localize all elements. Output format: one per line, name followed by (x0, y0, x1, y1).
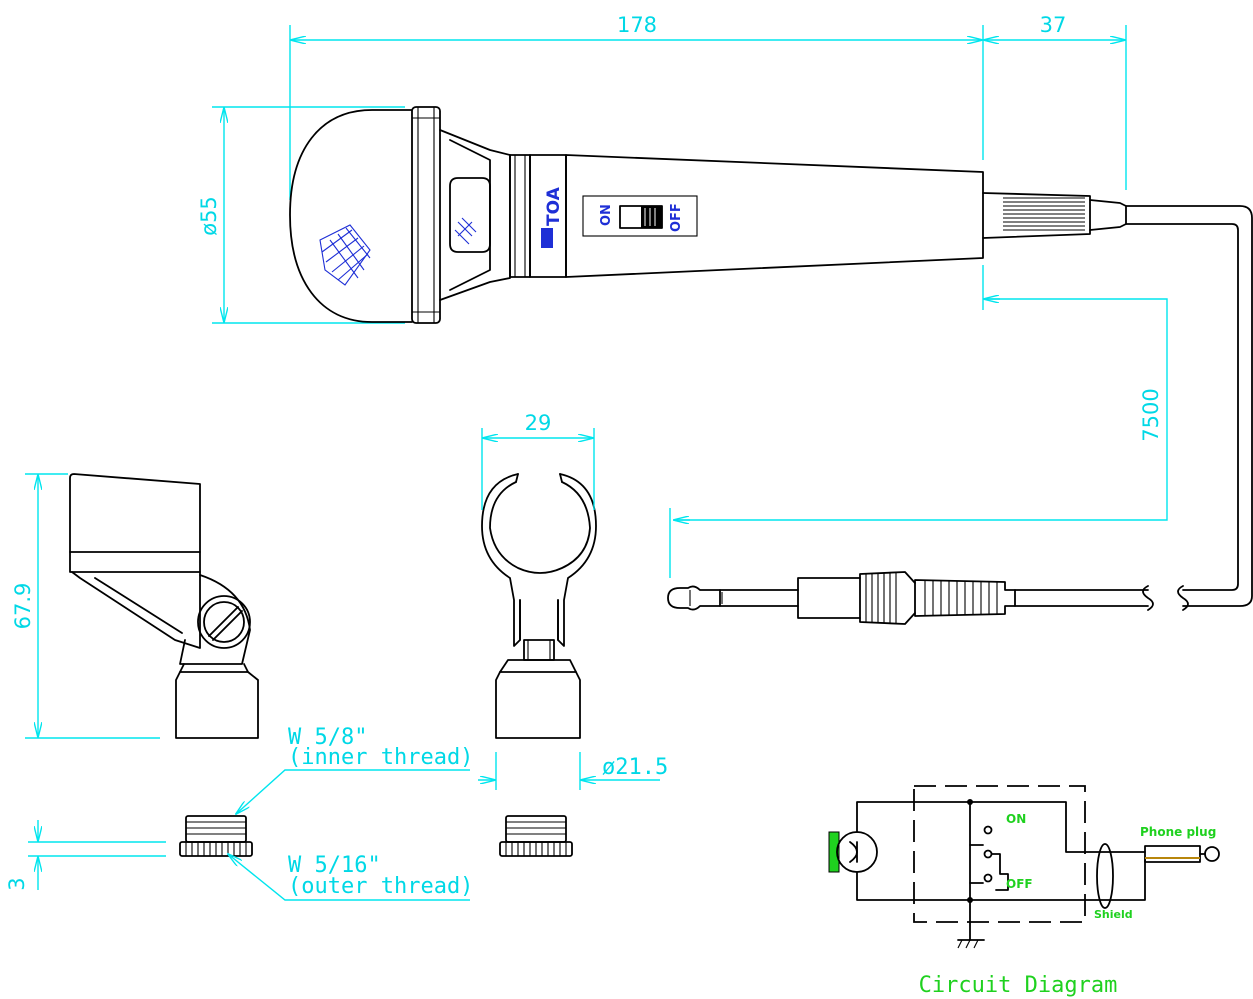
thread-adapter-left (179, 815, 253, 857)
neck-mesh-icon (454, 217, 477, 245)
dimension-3-label: 3 (5, 877, 29, 890)
dimension-29-label: 29 (525, 411, 552, 435)
switch-off-label: OFF (669, 203, 684, 232)
dimension-7500-label: 7500 (1139, 388, 1163, 441)
dimension-cable-length: 7500 (669, 265, 1168, 578)
outer-thread-type: (outer thread) (288, 874, 473, 899)
switch-on-label: ON (599, 204, 614, 226)
inner-thread-type: (inner thread) (288, 745, 473, 770)
holder-front-view (481, 473, 597, 739)
phone-plug (667, 571, 1189, 625)
dimension-67.9-label: 67.9 (11, 583, 35, 630)
dimension-178-label: 178 (617, 13, 657, 37)
dimension-holder-height: 67.9 (11, 473, 160, 739)
brand-logo: TOA (544, 186, 564, 226)
circuit-off-label: OFF (1006, 877, 1033, 891)
circuit-diagram-title: Circuit Diagram (919, 973, 1118, 998)
dimension-holder-base: ø21.5 (478, 752, 668, 790)
holder-side-view (69, 473, 259, 739)
thread-labels: W 5/8" (inner thread) W 5/16" (outer thr… (228, 725, 473, 901)
dimension-holder-width: 29 (481, 411, 595, 510)
grille-mesh-icon (319, 224, 371, 286)
shield-label: Shield (1094, 908, 1133, 921)
inner-thread-size: W 5/8" (288, 725, 367, 750)
dimension-21.5-label: ø21.5 (602, 755, 668, 780)
microphone-body: TOA ON OFF (289, 106, 1253, 607)
circuit-diagram: ON OFF Phone plug Shield Circuit Diagram (828, 785, 1220, 998)
dimension-adapter-height: 3 (5, 820, 166, 891)
dimension-diameter-head: ø55 (197, 106, 405, 324)
dimension-length: 178 37 (289, 13, 1127, 200)
dimension-37-label: 37 (1040, 13, 1067, 37)
circuit-on-label: ON (1006, 812, 1026, 826)
thread-adapter-right (499, 815, 573, 857)
phone-plug-label: Phone plug (1140, 825, 1216, 839)
dimension-55-label: ø55 (197, 196, 221, 236)
outer-thread-size: W 5/16" (288, 853, 381, 878)
